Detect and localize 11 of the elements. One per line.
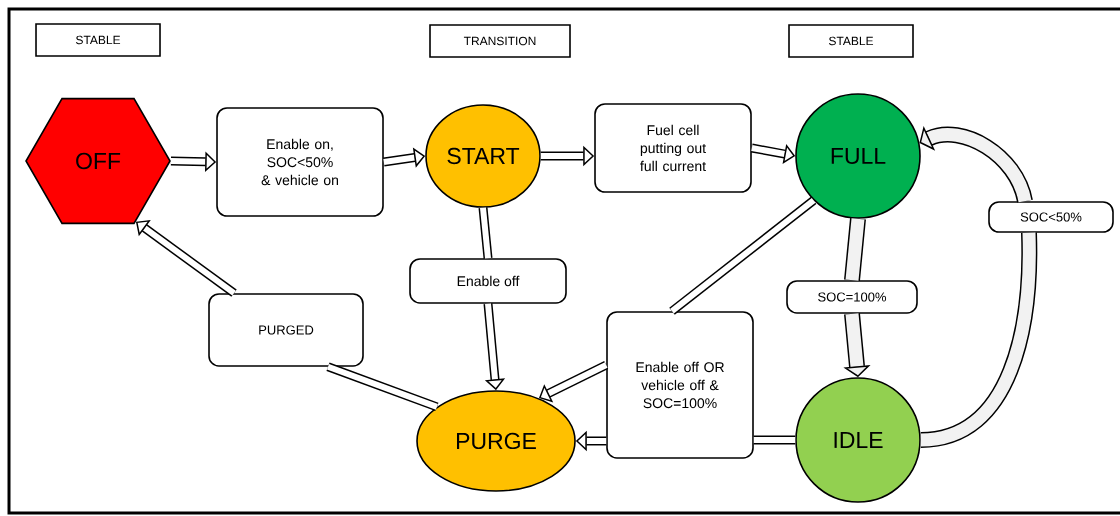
condition-box: Fuel cell putting out full current [594, 103, 752, 193]
state-type-label: TRANSITION [429, 24, 571, 58]
state-type-label: STABLE [35, 23, 161, 57]
condition-box: SOC=100% [786, 280, 918, 314]
condition-box: Enable on, SOC<50% & vehicle on [216, 107, 384, 217]
state-type-label: STABLE [788, 24, 914, 58]
condition-box: SOC<50% [988, 201, 1114, 233]
condition-box: Enable off [409, 258, 567, 304]
state-hexagon: OFF [25, 97, 171, 225]
condition-box: Enable off OR vehicle off & SOC=100% [606, 311, 754, 459]
condition-box: PURGED [208, 293, 364, 367]
